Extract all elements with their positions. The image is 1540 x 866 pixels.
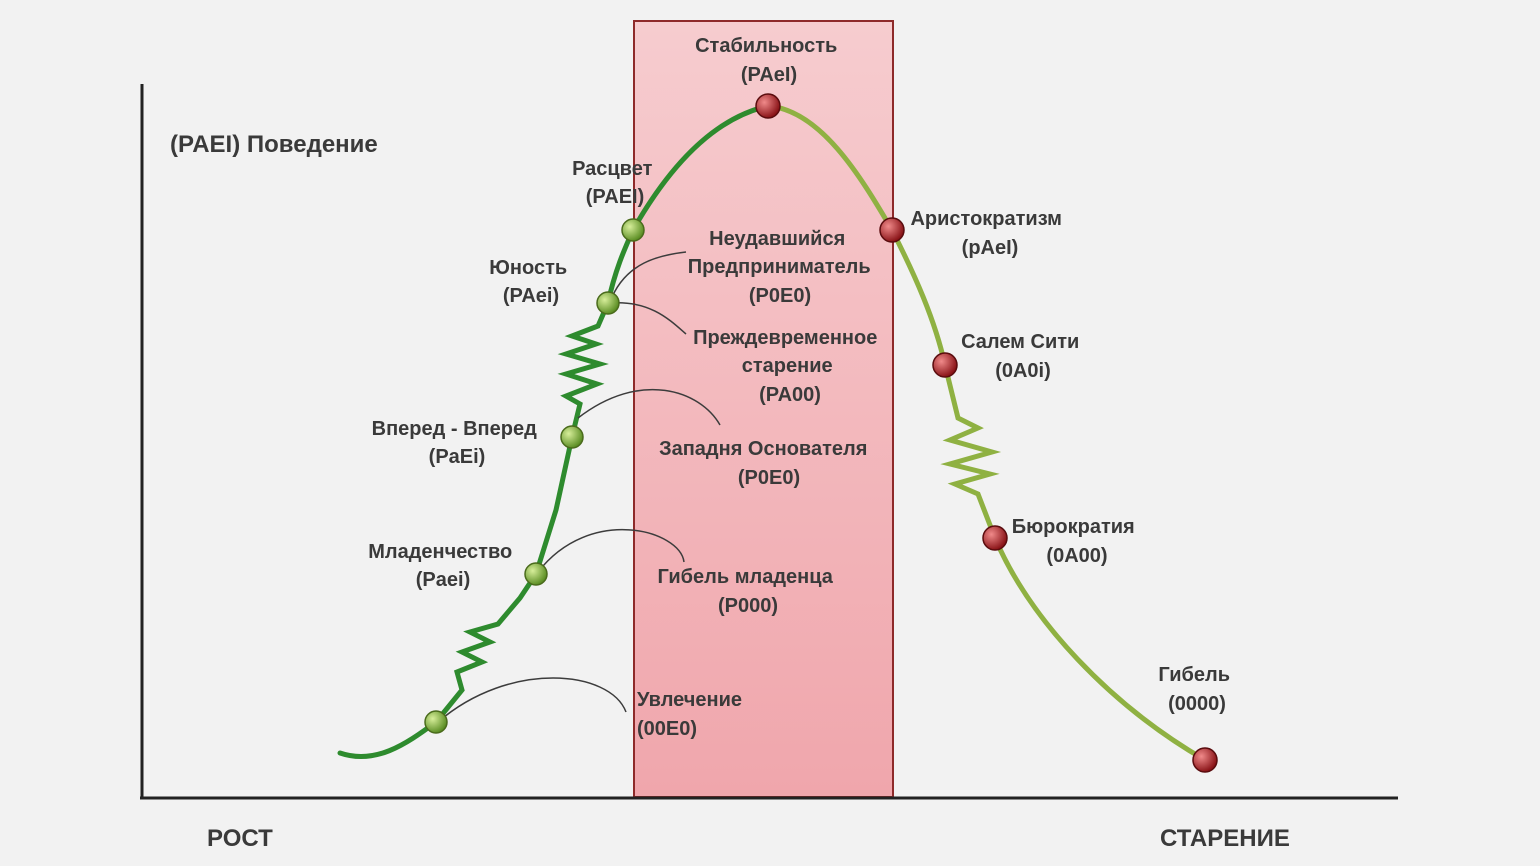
- label-gibel-code: (0000): [1168, 693, 1226, 715]
- connector-lines: [437, 251, 721, 723]
- label-gibel-mladenca: Гибель младенца (P000): [658, 566, 839, 617]
- label-aristokratizm: Аристократизм (pAeI): [910, 208, 1067, 259]
- label-prezhdevrem-code: (PA00): [759, 384, 821, 406]
- label-vpered-vpered-code: (PaEi): [429, 446, 486, 468]
- label-salem-code: (0A0i): [995, 360, 1051, 382]
- y-axis-label: (PAEI) Поведение: [170, 131, 378, 158]
- marker-stabilnost[interactable]: [755, 93, 781, 119]
- label-gibel-name: Гибель: [1158, 664, 1230, 686]
- label-yunost: Юность (PAei): [489, 257, 572, 307]
- label-neudav-line2: Предприниматель: [688, 256, 871, 278]
- label-rascvet: Расцвет (PAEI): [572, 158, 658, 208]
- connector-gibel-mladenca: [537, 528, 685, 573]
- connector-neudav: [609, 251, 687, 303]
- marker-uvlechenie[interactable]: [424, 710, 448, 734]
- label-stabilnost-code: (PAeI): [741, 64, 797, 86]
- label-prezhdevrem-line2: старение: [742, 355, 833, 377]
- label-vpered-vpered-name: Вперед - Вперед: [372, 418, 537, 440]
- stage-labels: Увлечение (00E0) Младенчество (Paei) Гиб…: [368, 35, 1235, 740]
- marker-salem[interactable]: [932, 352, 958, 378]
- x-axis-left-label: РОСТ: [207, 825, 273, 852]
- marker-vpered-vpered[interactable]: [560, 425, 584, 449]
- marker-byurokratiya[interactable]: [982, 525, 1008, 551]
- label-zapadnya-code: (P0E0): [738, 467, 800, 489]
- stage-markers: [424, 93, 1218, 773]
- prime-stability-band: [633, 20, 894, 798]
- label-aristokratizm-name: Аристократизм: [910, 208, 1062, 230]
- label-mladenchestvo-code: (Paei): [416, 569, 470, 591]
- marker-rascvet[interactable]: [621, 218, 645, 242]
- label-byurokratiya-name: Бюрократия: [1012, 516, 1135, 538]
- label-byurokratiya: Бюрократия (0A00): [1012, 516, 1141, 567]
- marker-gibel[interactable]: [1192, 747, 1218, 773]
- marker-aristokratizm[interactable]: [879, 217, 905, 243]
- label-zapadnya: Западня Основателя (P0E0): [659, 438, 873, 489]
- label-prezhdevrem: Преждевременное старение (PA00): [693, 327, 883, 406]
- label-byurokratiya-code: (0A00): [1046, 545, 1107, 567]
- marker-mladenchestvo[interactable]: [524, 562, 548, 586]
- label-yunost-name: Юность: [489, 257, 567, 279]
- connector-uvlechenie: [437, 677, 627, 723]
- label-mladenchestvo-name: Младенчество: [368, 541, 512, 563]
- label-gibel-mladenca-name: Гибель младенца: [658, 566, 834, 588]
- growth-curve: [337, 103, 771, 760]
- connector-prezhdevrem: [609, 302, 687, 335]
- label-rascvet-code: (PAEI): [586, 186, 645, 208]
- label-mladenchestvo: Младенчество (Paei): [368, 541, 518, 591]
- label-zapadnya-name: Западня Основателя: [659, 438, 867, 460]
- label-gibel-mladenca-code: (P000): [718, 595, 778, 617]
- label-uvlechenie: Увлечение (00E0): [637, 689, 748, 740]
- label-prezhdevrem-line1: Преждевременное: [693, 327, 877, 349]
- label-neudav-line1: Неудавшийся: [709, 228, 845, 250]
- label-salem-name: Салем Сити: [961, 331, 1079, 353]
- label-uvlechenie-code: (00E0): [637, 718, 697, 740]
- label-yunost-code: (PAei): [503, 285, 559, 307]
- label-stabilnost: Стабильность (PAeI): [695, 35, 843, 86]
- label-vpered-vpered: Вперед - Вперед (PaEi): [372, 418, 543, 468]
- label-stabilnost-name: Стабильность: [695, 35, 837, 57]
- label-gibel: Гибель (0000): [1158, 664, 1235, 715]
- label-aristokratizm-code: (pAeI): [962, 237, 1019, 259]
- connector-zapadnya: [577, 388, 721, 426]
- label-rascvet-name: Расцвет: [572, 158, 653, 180]
- label-uvlechenie-name: Увлечение: [637, 689, 742, 711]
- label-neudav: Неудавшийся Предприниматель (P0E0): [688, 228, 877, 307]
- x-axis-right-label: СТАРЕНИЕ: [1160, 825, 1290, 852]
- label-salem: Салем Сити (0A0i): [961, 331, 1085, 382]
- marker-yunost[interactable]: [596, 291, 620, 315]
- label-neudav-code: (P0E0): [749, 285, 811, 307]
